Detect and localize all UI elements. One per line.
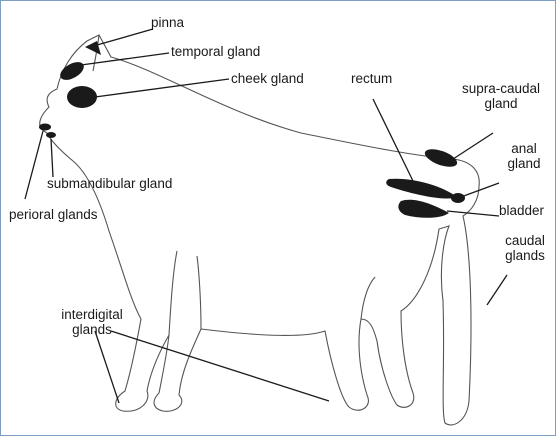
cat-body-outline bbox=[40, 35, 480, 425]
label-rectum: rectum bbox=[351, 71, 392, 86]
label-interdigital-line2: glands bbox=[37, 322, 147, 337]
leader-rectum bbox=[373, 99, 413, 181]
leader-interdigital-hind bbox=[111, 331, 329, 401]
leader-interdigital-front bbox=[95, 331, 119, 403]
label-bladder: bladder bbox=[499, 203, 544, 218]
label-perioral-glands: perioral glands bbox=[9, 207, 98, 222]
label-supra-caudal-line1: supra-caudal bbox=[451, 81, 551, 96]
label-pinna: pinna bbox=[151, 15, 184, 30]
perioral-gland-2 bbox=[46, 132, 56, 138]
label-supra-caudal-line2: gland bbox=[451, 96, 551, 111]
label-submandibular-gland: submandibular gland bbox=[47, 176, 172, 191]
label-interdigital-line1: interdigital bbox=[37, 307, 147, 322]
rectum-shape bbox=[386, 179, 457, 199]
front-leg-line bbox=[169, 251, 177, 335]
leader-pinna bbox=[97, 29, 153, 45]
label-cheek-gland: cheek gland bbox=[231, 71, 304, 86]
leader-caudal bbox=[487, 275, 507, 305]
leader-supra-caudal bbox=[450, 133, 493, 161]
label-temporal-gland: temporal gland bbox=[171, 44, 260, 59]
label-interdigital-glands: interdigital glands bbox=[37, 307, 147, 337]
temporal-gland-shape bbox=[57, 58, 87, 83]
pinna-gland bbox=[85, 41, 101, 55]
label-anal-gland: anal gland bbox=[496, 141, 552, 171]
leader-cheek bbox=[95, 79, 229, 97]
leader-temporal bbox=[81, 53, 169, 65]
perioral-gland-1 bbox=[39, 124, 51, 131]
label-anal-line2: gland bbox=[496, 156, 552, 171]
label-supra-caudal-gland: supra-caudal gland bbox=[451, 81, 551, 111]
belly-line bbox=[197, 256, 201, 329]
label-caudal-line2: glands bbox=[495, 248, 555, 263]
label-anal-line1: anal bbox=[496, 141, 552, 156]
cheek-gland-shape bbox=[67, 86, 97, 108]
label-caudal-line1: caudal bbox=[495, 233, 555, 248]
bladder-shape bbox=[398, 200, 449, 218]
anal-gland-shape bbox=[451, 193, 465, 203]
leader-bladder bbox=[447, 211, 499, 216]
leader-submandibular bbox=[51, 139, 53, 177]
leader-perioral bbox=[25, 131, 43, 199]
hind-leg-line bbox=[361, 277, 375, 319]
label-caudal-glands: caudal glands bbox=[495, 233, 555, 263]
leader-anal bbox=[461, 183, 499, 197]
